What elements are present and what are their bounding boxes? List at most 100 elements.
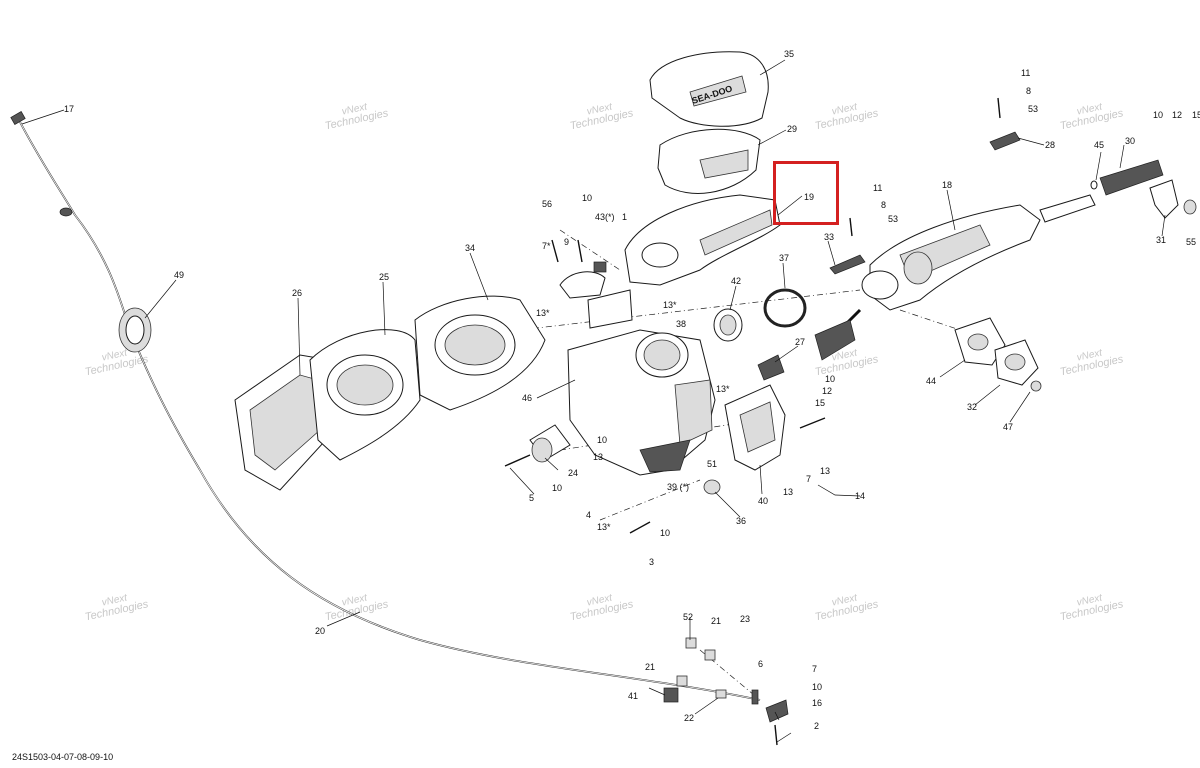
part-55-cap xyxy=(1183,199,1197,215)
watermark-text: vNext xyxy=(101,347,129,363)
part-number-label: 10 xyxy=(1153,110,1163,120)
part-number-label: 30 xyxy=(1125,136,1135,146)
part-number-label: 55 xyxy=(1186,237,1196,247)
part-number-label: 40 xyxy=(758,496,768,506)
part-41-fitting xyxy=(663,687,679,703)
part-number-label: 49 xyxy=(174,270,184,280)
part-number-label: 10 xyxy=(552,483,562,493)
part-number-label: 27 xyxy=(795,337,805,347)
watermark-text: vNext xyxy=(586,101,614,117)
part-9-bolt xyxy=(577,239,583,263)
part-number-label: 13* xyxy=(597,522,611,532)
watermark-text: vNext xyxy=(831,101,859,117)
part-number-label: 35 xyxy=(784,49,794,59)
part-number-label: 13 xyxy=(783,487,793,497)
part-38-bracket xyxy=(587,289,633,329)
part-43-clamp xyxy=(559,261,607,299)
part-number-labels: 123456777*889101010101010101111121213131… xyxy=(64,49,1200,731)
assembly-axis xyxy=(899,309,961,331)
part-number-label: 32 xyxy=(967,402,977,412)
part-26-housing xyxy=(234,354,336,491)
part-number-label: 2 xyxy=(814,721,819,731)
part-11-screw xyxy=(997,97,1001,119)
part-number-label: 3 xyxy=(649,557,654,567)
leader-lines xyxy=(21,59,1166,743)
part-number-label: 46 xyxy=(522,393,532,403)
part-number-label: 12 xyxy=(1172,110,1182,120)
diagram-code: 24S1503-04-07-08-09-10 xyxy=(12,752,114,762)
watermark-text: vNext xyxy=(586,592,614,608)
part-number-label: 10 xyxy=(660,528,670,538)
part-number-label: 52 xyxy=(683,612,693,622)
part-number-label: 8 xyxy=(1026,86,1031,96)
part-number-label: 9 xyxy=(564,237,569,247)
part-number-label: 13* xyxy=(716,384,730,394)
part-number-label: 18 xyxy=(942,180,952,190)
part-number-label: 29 xyxy=(787,124,797,134)
part-number-label: 11 xyxy=(873,183,882,193)
part-number-label: 12 xyxy=(822,386,832,396)
part-number-label: 53 xyxy=(1028,104,1038,114)
part-27-button xyxy=(757,354,785,381)
part-number-label: 47 xyxy=(1003,422,1013,432)
part-25-housing xyxy=(309,329,421,461)
watermark-text: vNext xyxy=(101,592,129,608)
assembly-axis xyxy=(519,289,861,331)
part-number-label: 21 xyxy=(711,616,721,626)
part-3-screw xyxy=(629,521,651,534)
part-number-label: 1 xyxy=(622,212,627,222)
part-16-bracket xyxy=(765,699,789,723)
part-18-handlebar xyxy=(814,194,1096,361)
part-32-switch-housing xyxy=(994,339,1039,386)
part-number-label: 7* xyxy=(542,241,551,251)
part-number-label: 7 xyxy=(812,664,817,674)
part-5-screw xyxy=(504,454,531,467)
part-47-button xyxy=(1030,380,1042,392)
part-19-console xyxy=(624,194,781,286)
part-number-label: 39 (*) xyxy=(667,482,689,492)
part-56-bolt xyxy=(551,239,559,263)
part-number-label: 56 xyxy=(542,199,552,209)
part-33-clip xyxy=(829,254,866,275)
part-number-label: 8 xyxy=(881,200,886,210)
part-number-label: 36 xyxy=(736,516,746,526)
part-number-label: 10 xyxy=(825,374,835,384)
highlight-box-part-19 xyxy=(773,161,839,225)
part-number-label: 13* xyxy=(536,308,550,318)
part-22-spacer xyxy=(715,689,727,699)
part-number-label: 23 xyxy=(740,614,750,624)
part-number-label: 13 xyxy=(593,452,603,462)
part-6-pin xyxy=(751,689,759,705)
part-number-label: 20 xyxy=(315,626,325,636)
part-number-label: 7 xyxy=(806,474,811,484)
part-42-bearing xyxy=(713,308,743,342)
part-number-label: 10 xyxy=(812,682,822,692)
part-34-housing xyxy=(414,295,546,411)
part-number-label: 11 xyxy=(1021,68,1030,78)
part-number-label: 31 xyxy=(1156,235,1166,245)
part-number-label: 44 xyxy=(926,376,936,386)
part-35-cover: SEA-DOO xyxy=(649,51,769,127)
part-number-label: 13* xyxy=(663,300,677,310)
part-number-label: 26 xyxy=(292,288,302,298)
part-number-label: 16 xyxy=(812,698,822,708)
part-number-label: 37 xyxy=(779,253,789,263)
part-46-column-housing xyxy=(567,329,716,476)
part-11-screw xyxy=(849,217,853,237)
part-number-label: 21 xyxy=(645,662,655,672)
part-number-label: 10 xyxy=(582,193,592,203)
part-number-label: 22 xyxy=(684,713,694,723)
part-36-knob xyxy=(703,479,721,495)
part-number-label: 5 xyxy=(529,493,534,503)
part-number-label: 51 xyxy=(707,459,717,469)
part-number-label: 19 xyxy=(804,192,814,202)
assembly-axis xyxy=(559,229,621,271)
part-number-label: 4 xyxy=(586,510,591,520)
part-number-label: 33 xyxy=(824,232,834,242)
part-number-label: 41 xyxy=(628,691,638,701)
part-23-bushing xyxy=(704,649,716,661)
part-31-throttle-lever xyxy=(1149,179,1179,219)
part-2-bolt xyxy=(774,724,778,746)
part-number-label: 38 xyxy=(676,319,686,329)
part-number-label: 13 xyxy=(820,466,830,476)
